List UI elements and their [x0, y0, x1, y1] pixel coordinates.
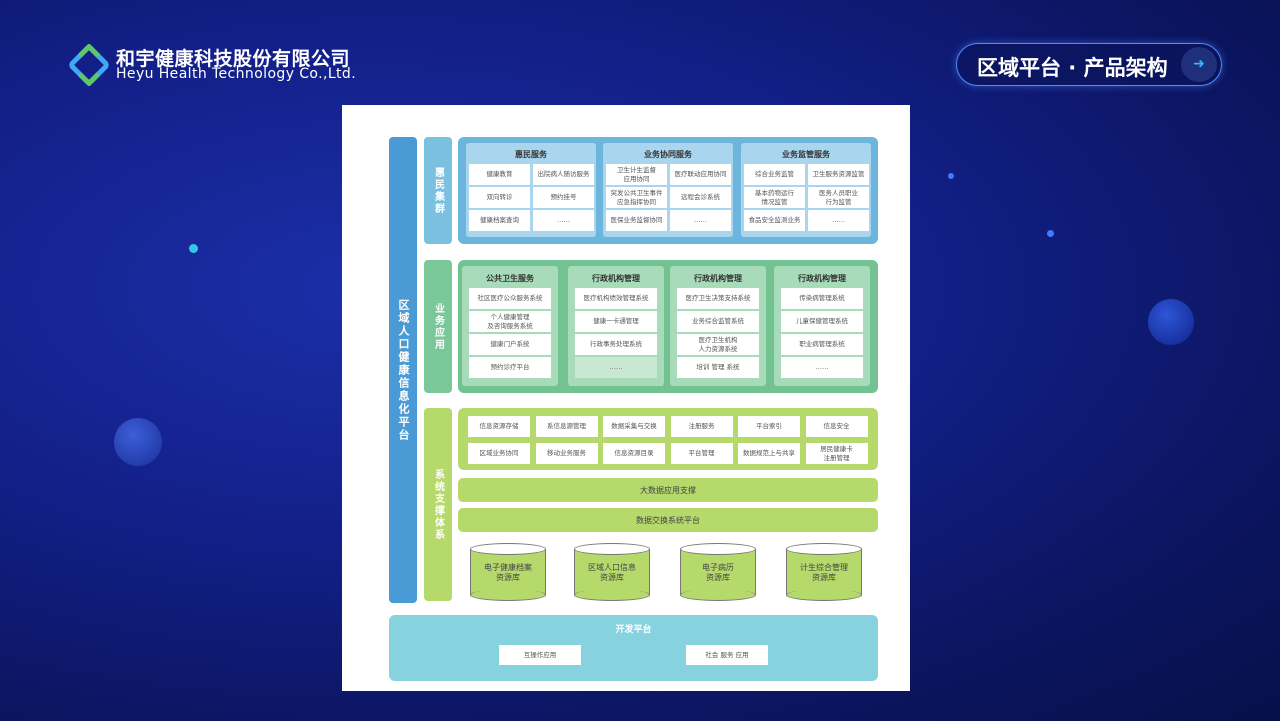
- support-cell: 区域业务协同: [468, 443, 530, 464]
- database-bottom: [786, 589, 862, 601]
- app-cell: ……: [575, 357, 657, 378]
- service-cell: 双向转诊: [469, 187, 530, 208]
- app-cell: 医疗卫生机构 人力资源系统: [677, 334, 759, 355]
- app-panel-title: 行政机构管理: [694, 274, 742, 283]
- database-body: [574, 549, 650, 595]
- app-cell: ……: [781, 357, 863, 378]
- service-cell: 突发公共卫生事件 应急指挥协同: [606, 187, 667, 208]
- page-title: 区域平台 · 产品架构: [977, 56, 1168, 80]
- decor-bubble: [1047, 230, 1054, 237]
- database-top: [574, 543, 650, 555]
- platform-label: 区域人口健康信息化平台: [389, 137, 417, 603]
- service-cell: 卫生计生监督 应用协同: [606, 164, 667, 185]
- arrow-right-icon[interactable]: ➜: [1181, 47, 1217, 82]
- company-name-en: Heyu Health Technology Co.,Ltd.: [116, 66, 357, 82]
- app-panel-title: 公共卫生服务: [486, 274, 534, 283]
- service-cell: 健康教育: [469, 164, 530, 185]
- app-cell: 传染病管理系统: [781, 288, 863, 309]
- company-name-cn: 和宇健康科技股份有限公司: [116, 48, 351, 70]
- service-cell: ……: [670, 210, 731, 231]
- service-panel-title: 业务协同服务: [644, 150, 692, 159]
- database-top: [786, 543, 862, 555]
- decor-bubble: [114, 418, 162, 466]
- support-bar: 大数据应用支撑: [458, 478, 878, 502]
- database-label: 电子健康档案 资源库: [484, 563, 532, 583]
- dev-item: 社会 服务 应用: [686, 645, 768, 665]
- decor-bubble: [948, 173, 954, 179]
- app-cell: 社区医疗公众服务系统: [469, 288, 551, 309]
- service-cell: 预约挂号: [533, 187, 594, 208]
- service-cell: 医保业务监督协同: [606, 210, 667, 231]
- service-panel-title: 惠民服务: [515, 150, 547, 159]
- service-cell: 健康档案查询: [469, 210, 530, 231]
- support-cell: 平台索引: [738, 416, 800, 437]
- page-title-pill: 区域平台 · 产品架构 ➜: [956, 43, 1222, 86]
- app-cell: 行政事务处理系统: [575, 334, 657, 355]
- support-cell: 信息资源存储: [468, 416, 530, 437]
- database-top: [470, 543, 546, 555]
- app-panel-title: 行政机构管理: [592, 274, 640, 283]
- support-cell: 数据规范上与共享: [738, 443, 800, 464]
- service-cell: 医疗联动应用协同: [670, 164, 731, 185]
- app-cell: 健康一卡通管理: [575, 311, 657, 332]
- support-label: 系统支撑体系: [424, 408, 452, 601]
- company-logo: [68, 43, 110, 87]
- business-app-label: 业务应用: [424, 260, 452, 393]
- service-panel-title: 业务监管服务: [782, 150, 830, 159]
- support-cell: 注册服务: [670, 416, 733, 437]
- service-cluster-label: 惠民集群: [424, 137, 452, 244]
- dev-item: 互操作应用: [499, 645, 581, 665]
- dev-platform-title: 开发平台: [615, 625, 652, 635]
- app-cell: 业务综合监管系统: [677, 311, 759, 332]
- app-cell: 医疗机构绩效管理系统: [575, 288, 657, 309]
- decor-bubble: [189, 244, 198, 253]
- database-top: [680, 543, 756, 555]
- service-cell: 食品安全监测业务: [744, 210, 805, 231]
- database-cylinder: 计生综合管理 资源库: [786, 543, 862, 601]
- database-body: [786, 549, 862, 595]
- service-cell: 卫生服务资源监管: [808, 164, 869, 185]
- service-cell: 综合业务监管: [744, 164, 805, 185]
- database-cylinder: 区域人口信息 资源库: [574, 543, 650, 601]
- support-cell: 平台管理: [670, 443, 733, 464]
- service-cell: 远程会诊系统: [670, 187, 731, 208]
- database-label: 计生综合管理 资源库: [800, 563, 848, 583]
- service-cell: ……: [808, 210, 869, 231]
- app-cell: 健康门户系统: [469, 334, 551, 355]
- support-cell: 数据采集与交换: [603, 416, 665, 437]
- app-cell: 医疗卫生决策支持系统: [677, 288, 759, 309]
- app-panel-title: 行政机构管理: [798, 274, 846, 283]
- service-cell: ……: [533, 210, 594, 231]
- support-cell: 信息资源目录: [603, 443, 665, 464]
- database-label: 电子病历 资源库: [702, 563, 734, 583]
- support-cell: 信息安全: [805, 416, 868, 437]
- database-body: [470, 549, 546, 595]
- app-cell: 儿童保健管理系统: [781, 311, 863, 332]
- database-bottom: [470, 589, 546, 601]
- service-cell: 医务人员职业 行为监管: [808, 187, 869, 208]
- service-cell: 出院病人随访服务: [533, 164, 594, 185]
- database-body: [680, 549, 756, 595]
- app-cell: 预约诊疗平台: [469, 357, 551, 378]
- database-cylinder: 电子病历 资源库: [680, 543, 756, 601]
- database-label: 区域人口信息 资源库: [588, 563, 636, 583]
- decor-bubble: [1148, 299, 1194, 345]
- database-bottom: [680, 589, 756, 601]
- app-cell: 个人健康管理 及咨询服务系统: [469, 311, 551, 332]
- support-cell: 居民健康卡 注册管理: [805, 443, 868, 464]
- support-cell: 移动业务服务: [535, 443, 598, 464]
- app-cell: 培训 管理 系统: [677, 357, 759, 378]
- support-cell: 系信息源管理: [535, 416, 598, 437]
- database-cylinder: 电子健康档案 资源库: [470, 543, 546, 601]
- app-cell: 职业病管理系统: [781, 334, 863, 355]
- dev-platform: [389, 615, 878, 681]
- service-cell: 基本药物运行 情况监管: [744, 187, 805, 208]
- database-bottom: [574, 589, 650, 601]
- support-bar: 数据交换系统平台: [458, 508, 878, 532]
